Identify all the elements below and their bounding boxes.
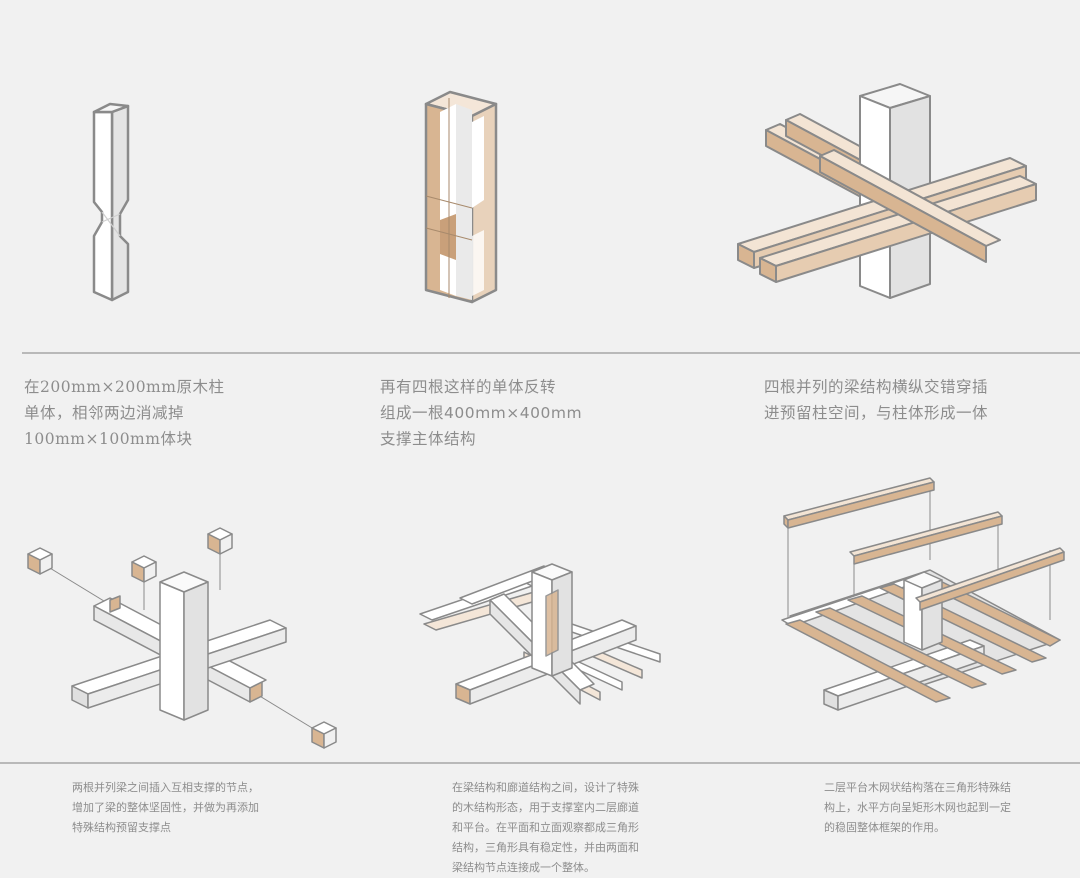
diagram-single-column <box>0 0 360 340</box>
caption-top-2: 再有四根这样的单体反转 组成一根400mm×400mm 支撑主体结构 <box>380 378 583 448</box>
divider-bottom <box>0 762 1080 764</box>
diagram-combined-column <box>360 0 720 340</box>
divider-top <box>22 352 1080 354</box>
caption-top-3: 四根并列的梁结构横纵交错穿插 进预留柱空间，与柱体形成一体 <box>764 378 989 422</box>
diagram-triangular-structure <box>360 470 720 760</box>
diagram-platform-net <box>720 470 1080 760</box>
diagram-joint-nodes <box>0 470 360 760</box>
caption-bottom-1: 两根并列梁之间插入互相支撑的节点， 增加了梁的整体坚固性，并做为再添加 特殊结构… <box>72 781 259 834</box>
caption-bottom-3: 二层平台木网状结构落在三角形特殊结 构上，水平方向呈矩形木网也起到一定 的稳固整… <box>824 781 1011 834</box>
caption-bottom-2: 在梁结构和廊道结构之间，设计了特殊 的木结构形态，用于支撑室内二层廊道 和平台。… <box>452 781 639 874</box>
caption-top-1: 在200mm×200mm原木柱 单体，相邻两边消减掉 100mm×100mm体块 <box>24 378 225 448</box>
diagram-beams-through-column <box>720 0 1080 340</box>
